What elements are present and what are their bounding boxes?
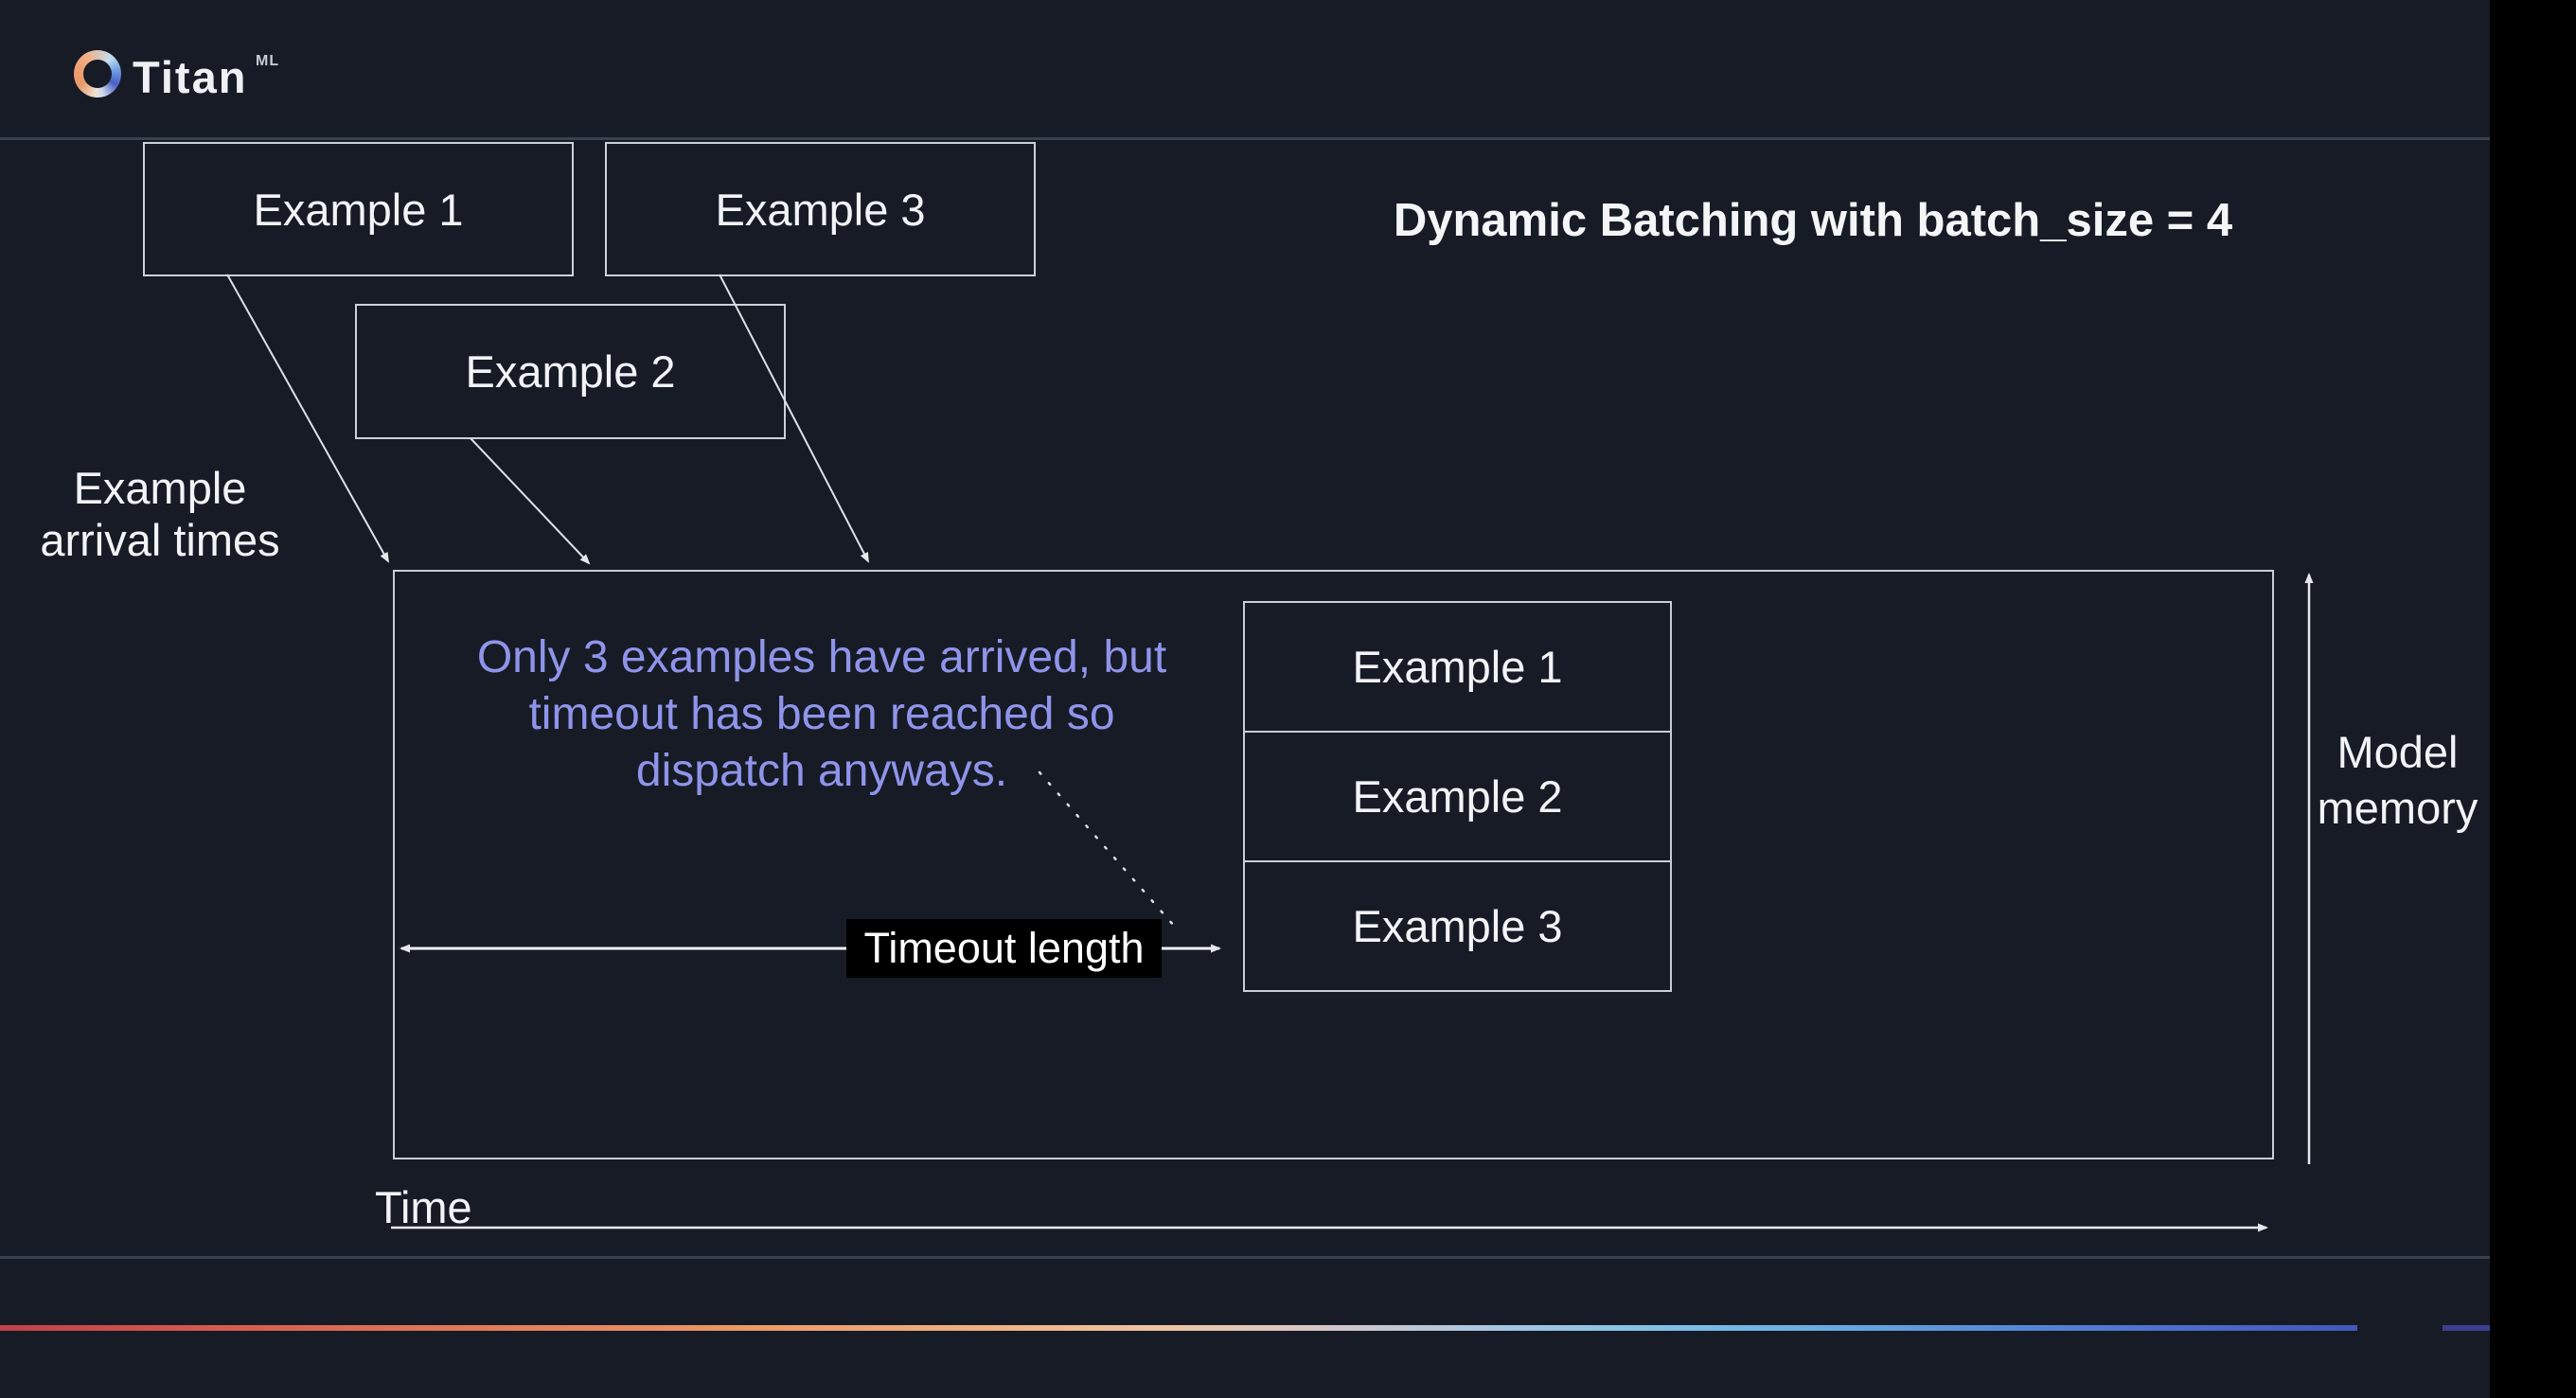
dispatch-note-line-3: dispatch anyways. xyxy=(635,746,1008,796)
arrival-times-label: Example arrival times xyxy=(18,462,302,566)
arrival-box-label: Example 2 xyxy=(465,346,676,397)
batch-row-example-2: Example 2 xyxy=(1245,731,1670,860)
batch-row-label: Example 1 xyxy=(1352,642,1563,692)
header-divider xyxy=(0,137,2490,140)
arrival-box-label: Example 1 xyxy=(253,184,464,235)
batch-row-label: Example 2 xyxy=(1352,771,1563,822)
arrival-times-line-2: arrival times xyxy=(40,515,280,565)
logo-wordmark: Titan xyxy=(133,52,248,102)
arrival-times-line-1: Example xyxy=(73,463,247,513)
dispatch-note-line-1: Only 3 examples have arrived, but xyxy=(476,632,1167,682)
accent-gradient-bar xyxy=(0,1325,2357,1331)
dispatch-note: Only 3 examples have arrived, but timeou… xyxy=(453,629,1191,800)
arrival-box-label: Example 3 xyxy=(715,184,926,235)
arrow-example-2-arrival xyxy=(470,437,591,565)
batch-row-example-3: Example 3 xyxy=(1245,860,1670,990)
model-memory-line-2: memory xyxy=(2317,783,2478,833)
time-axis-label: Time xyxy=(375,1182,472,1232)
model-memory-line-1: Model xyxy=(2336,727,2459,777)
dispatch-note-line-2: timeout has been reached so xyxy=(528,689,1115,739)
right-black-band xyxy=(2490,0,2576,1398)
arrival-box-example-1: Example 1 xyxy=(143,142,574,276)
accent-gradient-tail xyxy=(2443,1325,2490,1331)
arrival-box-example-2: Example 2 xyxy=(355,304,786,439)
batch-row-label: Example 3 xyxy=(1352,901,1563,951)
timeline-rect xyxy=(393,570,2274,1159)
model-memory-label: Model memory xyxy=(2286,724,2509,836)
batch-row-example-1: Example 1 xyxy=(1245,603,1670,731)
logo-superscript: ML xyxy=(256,53,280,69)
slide-title: Dynamic Batching with batch_size = 4 xyxy=(1393,195,2233,246)
titanml-logo-icon xyxy=(74,50,121,97)
bottom-divider xyxy=(0,1256,2490,1259)
batch-box: Example 1 Example 2 Example 3 xyxy=(1243,601,1672,992)
arrival-box-example-3: Example 3 xyxy=(605,142,1036,276)
timeout-length-label: Timeout length xyxy=(846,919,1162,978)
slide: Titan ML Dynamic Batching with batch_siz… xyxy=(0,0,2490,1398)
